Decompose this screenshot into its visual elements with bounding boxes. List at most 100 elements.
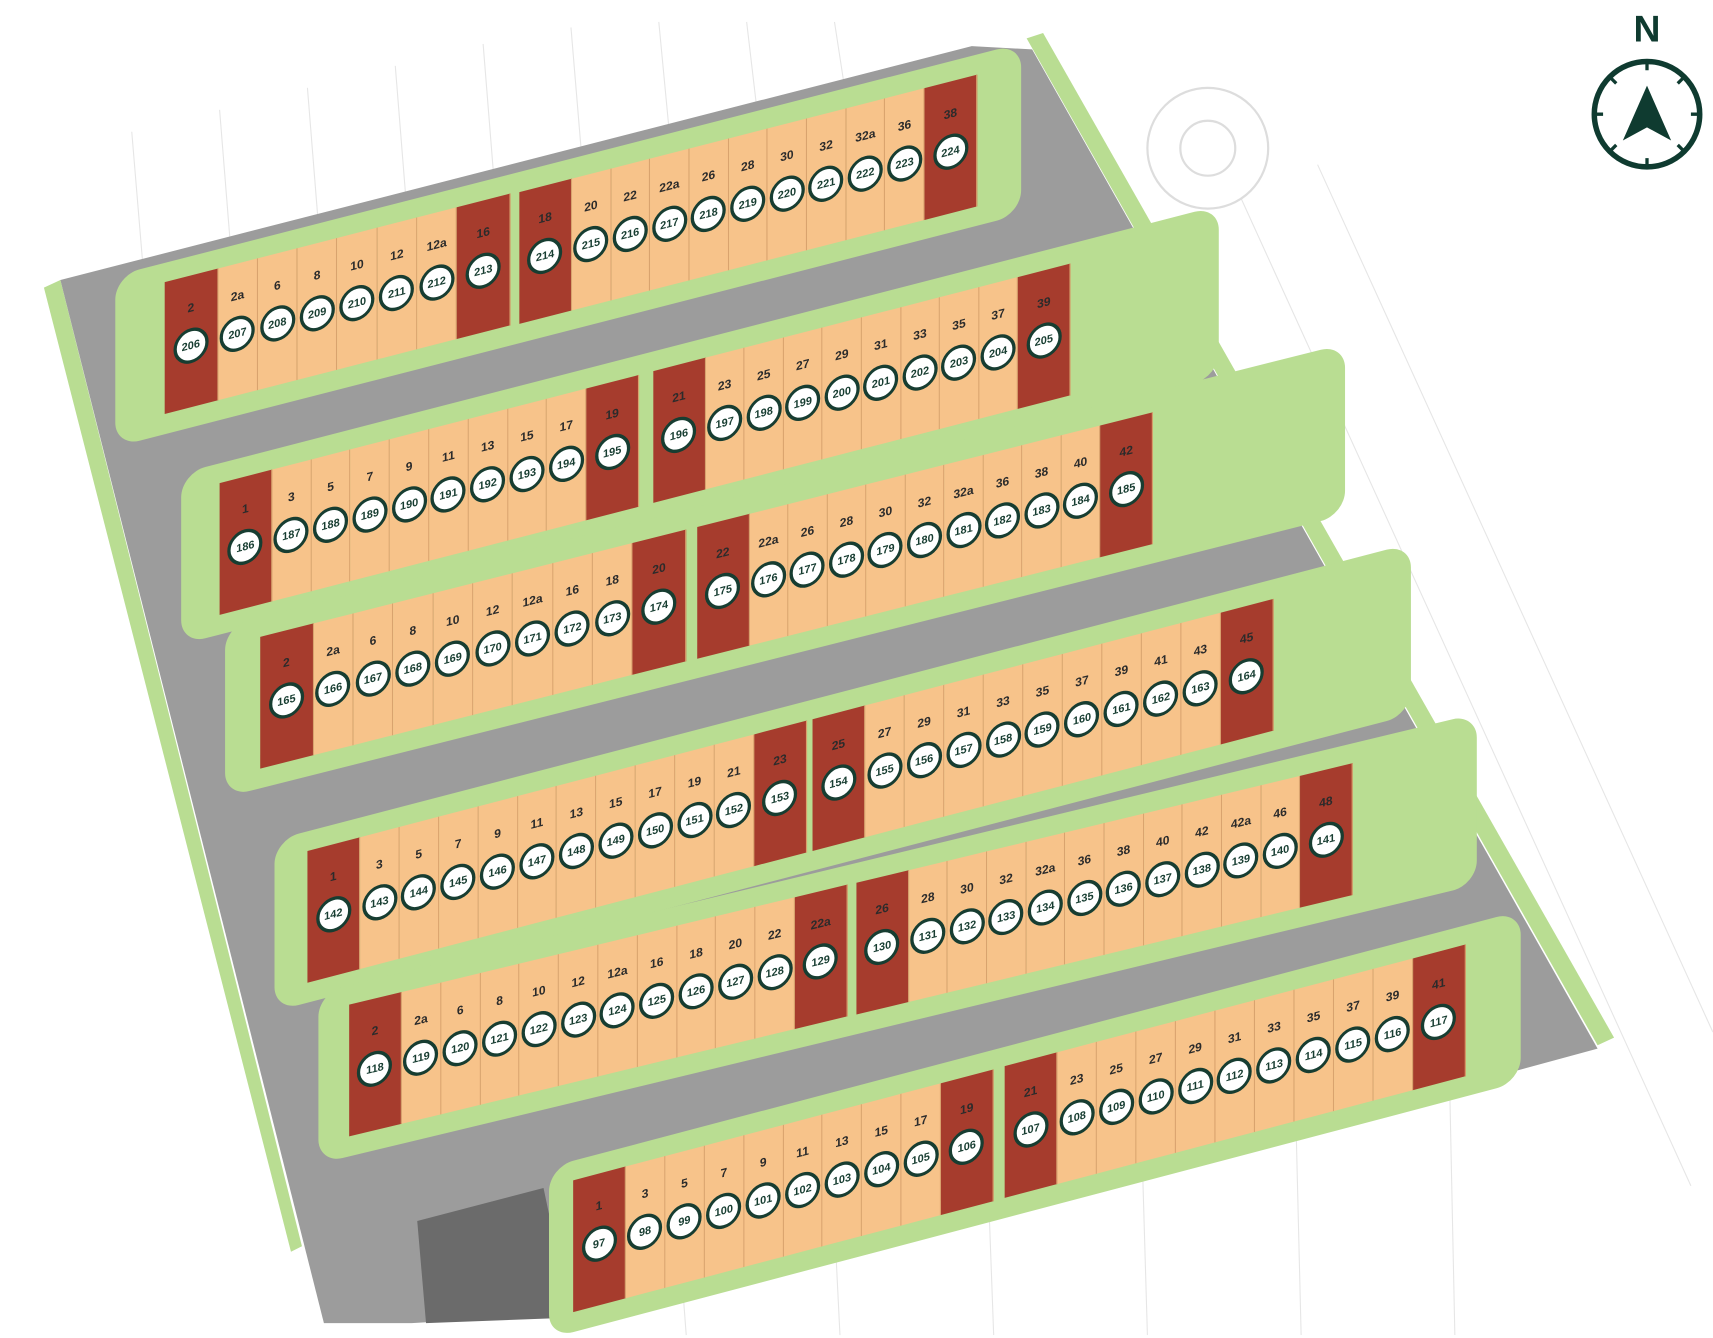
plot-number-badge[interactable]: 114 xyxy=(1296,1032,1332,1078)
plot-number-badge[interactable]: 167 xyxy=(355,656,391,701)
plot-number-badge[interactable]: 150 xyxy=(637,808,673,853)
plot-number-badge[interactable]: 212 xyxy=(419,261,455,306)
plot-number-badge[interactable]: 172 xyxy=(554,606,590,651)
plot-number-badge[interactable]: 163 xyxy=(1182,665,1218,711)
plot-number-badge[interactable]: 210 xyxy=(339,281,375,326)
plot-number-badge[interactable]: 169 xyxy=(435,636,471,681)
plot-number-badge[interactable]: 130 xyxy=(864,924,900,969)
plot-number-badge[interactable]: 155 xyxy=(867,748,903,793)
plot-number-badge[interactable]: 221 xyxy=(808,161,844,206)
plot-number-badge[interactable]: 124 xyxy=(599,988,636,1033)
plot-number-badge[interactable]: 171 xyxy=(514,616,551,661)
plot-number-badge[interactable]: 106 xyxy=(949,1124,985,1169)
plot-number-badge[interactable]: 125 xyxy=(639,979,675,1023)
plot-number-badge[interactable]: 157 xyxy=(945,727,982,773)
plot-number-badge[interactable]: 194 xyxy=(548,441,584,487)
plot-number-badge[interactable]: 174 xyxy=(641,584,677,629)
plot-number-badge[interactable]: 186 xyxy=(227,524,263,569)
plot-number-badge[interactable]: 205 xyxy=(1026,318,1062,363)
plot-number-badge[interactable]: 151 xyxy=(676,798,713,843)
plot-number-badge[interactable]: 209 xyxy=(299,291,335,336)
plot-number-badge[interactable]: 181 xyxy=(945,507,982,552)
plot-number-badge[interactable]: 111 xyxy=(1177,1064,1213,1109)
plot-number-badge[interactable]: 191 xyxy=(430,472,466,517)
plot-number-badge[interactable]: 104 xyxy=(863,1147,899,1192)
plot-number-badge[interactable]: 188 xyxy=(313,502,349,547)
plot-number-badge[interactable]: 128 xyxy=(757,950,793,995)
plot-number-badge[interactable]: 138 xyxy=(1184,847,1220,892)
plot-number-badge[interactable]: 217 xyxy=(651,201,687,246)
plot-number-badge[interactable]: 178 xyxy=(828,537,865,582)
plot-number-badge[interactable]: 197 xyxy=(707,400,743,446)
plot-number-badge[interactable]: 214 xyxy=(527,233,563,278)
plot-number-badge[interactable]: 141 xyxy=(1308,817,1344,862)
plot-number-badge[interactable]: 154 xyxy=(820,760,856,805)
plot-number-badge[interactable]: 118 xyxy=(357,1046,393,1091)
plot-number-badge[interactable]: 185 xyxy=(1108,466,1144,511)
plot-number-badge[interactable]: 207 xyxy=(219,312,256,357)
plot-number-badge[interactable]: 213 xyxy=(465,249,501,294)
plot-number-badge[interactable]: 190 xyxy=(391,482,427,527)
plot-number-badge[interactable]: 164 xyxy=(1229,653,1265,699)
plot-number-badge[interactable]: 116 xyxy=(1375,1012,1411,1057)
plot-number-badge[interactable]: 208 xyxy=(259,301,295,347)
plot-number-badge[interactable]: 180 xyxy=(906,517,943,562)
plot-number-badge[interactable]: 135 xyxy=(1066,875,1102,920)
plot-number-badge[interactable]: 192 xyxy=(470,462,506,507)
plot-number-badge[interactable]: 195 xyxy=(594,430,630,475)
plot-number-badge[interactable]: 99 xyxy=(666,1199,702,1244)
